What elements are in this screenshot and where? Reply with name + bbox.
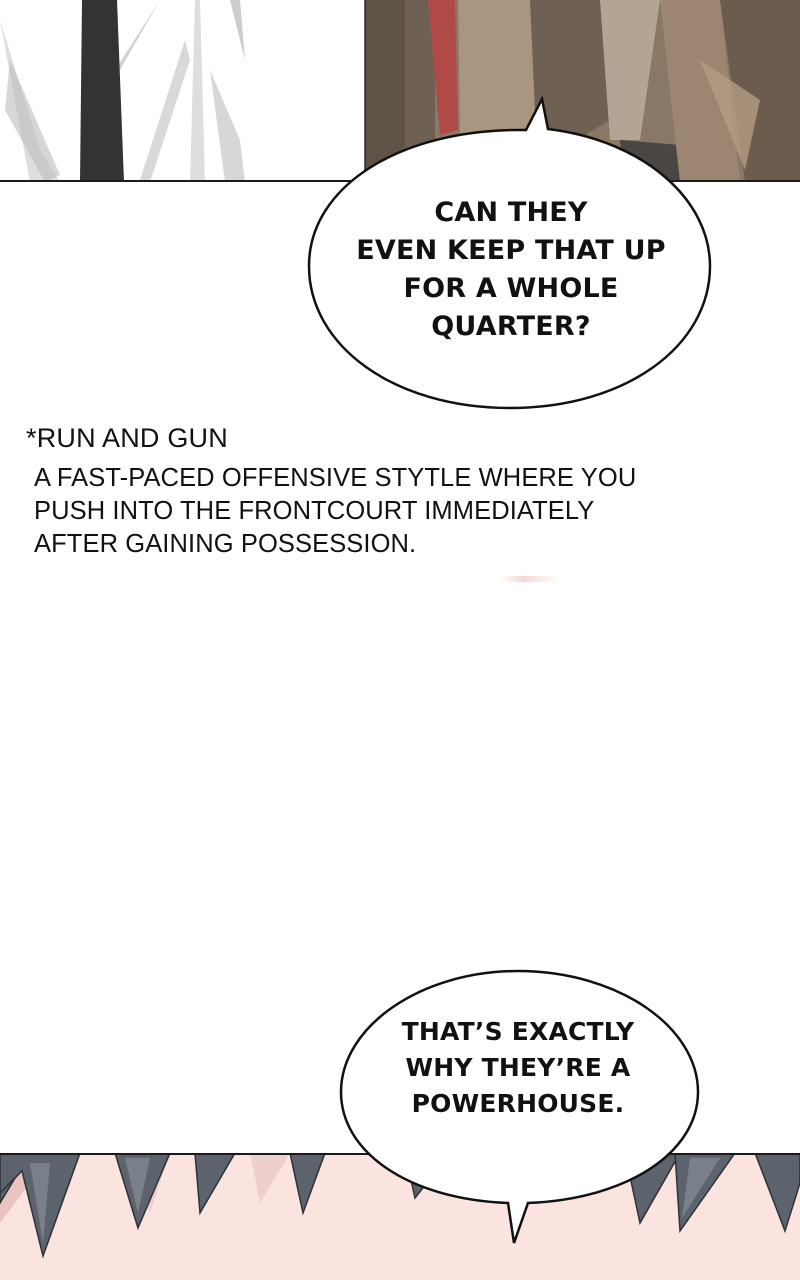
note-line: PUSH INTO THE FRONTCOURT IMMEDIATELY bbox=[34, 497, 595, 525]
bubble-1-line: EVEN KEEP THAT UP bbox=[356, 235, 666, 266]
bubble-2-line: POWERHOUSE. bbox=[411, 1089, 625, 1118]
speech-bubble-2: THAT’S EXACTLY WHY THEY’RE A POWERHOUSE. bbox=[338, 967, 700, 1247]
bubble-2-line: THAT’S EXACTLY bbox=[401, 1017, 635, 1046]
bubble-1-line: QUARTER? bbox=[431, 311, 591, 342]
note-line: AFTER GAINING POSSESSION. bbox=[34, 530, 417, 558]
red-strap bbox=[428, 0, 458, 135]
note-title: *RUN AND GUN bbox=[26, 423, 228, 453]
tie-shape bbox=[80, 0, 124, 182]
bubble-1-line: FOR A WHOLE bbox=[403, 273, 619, 304]
bubble-2-line: WHY THEY’RE A bbox=[405, 1053, 631, 1082]
bubble-1-text: CAN THEY EVEN KEEP THAT UP FOR A WHOLE Q… bbox=[326, 194, 696, 346]
spiky-hair-illustration bbox=[0, 1153, 800, 1280]
bottom-panel-artwork bbox=[0, 1153, 800, 1280]
note-line: A FAST-PACED OFFENSIVE STYTLE WHERE YOU bbox=[34, 464, 637, 492]
bubble-2-text: THAT’S EXACTLY WHY THEY’RE A POWERHOUSE. bbox=[358, 1014, 678, 1122]
translator-note: *RUN AND GUN A FAST-PACED OFFENSIVE STYT… bbox=[26, 420, 636, 561]
bubble-1-line: CAN THEY bbox=[434, 197, 588, 228]
speech-bubble-shape bbox=[307, 95, 712, 410]
speech-bubble-1: CAN THEY EVEN KEEP THAT UP FOR A WHOLE Q… bbox=[306, 95, 714, 412]
speech-bubble-shape bbox=[339, 969, 700, 1244]
note-body: A FAST-PACED OFFENSIVE STYTLE WHERE YOU … bbox=[34, 462, 636, 561]
scan-smudge bbox=[500, 576, 560, 582]
